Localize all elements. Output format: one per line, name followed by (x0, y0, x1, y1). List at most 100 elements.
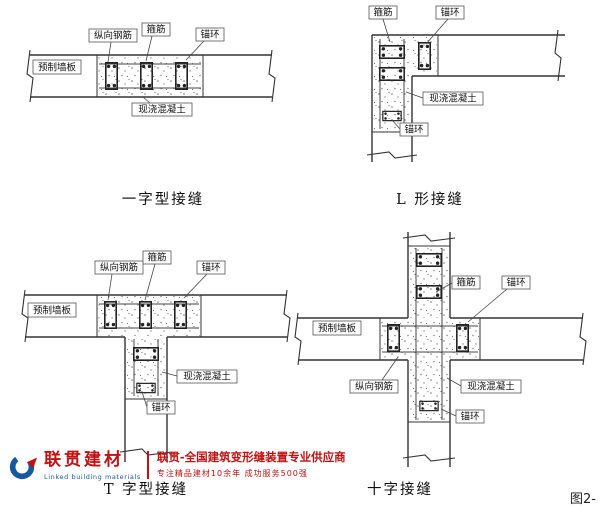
break-symbol (402, 234, 456, 242)
linked-logo-icon (8, 451, 40, 483)
label-text: 现浇混凝土 (138, 104, 186, 116)
leader-line (185, 40, 205, 61)
leader-line (391, 119, 401, 130)
break-symbol (268, 49, 276, 103)
straight-joint-diagram: 预制墙板 纵向钢筋 箍筋 锚环 现浇混凝土 一字型接缝 (26, 22, 276, 208)
concrete-fill (127, 337, 165, 398)
leader-line (435, 282, 453, 293)
wall-outline (30, 54, 272, 98)
label-box (435, 5, 465, 20)
label-anchor-ring: 锚环 (185, 27, 225, 61)
label-box (368, 5, 398, 20)
t-joint-diagram: 纵向钢筋 箍筋 锚环 预制墙板 现浇混凝土 锚环 T 字型接缝 (21, 250, 291, 498)
label-text: 锚环 (404, 124, 423, 136)
cross-joint-diagram: 箍筋 锚环 预制墙板 纵向钢筋 现浇混凝土 锚环 十字接缝 (294, 232, 587, 498)
label-box (141, 22, 171, 37)
brand-name: 联贯建材 (44, 450, 124, 470)
label-stirrup: 箍筋 (141, 22, 171, 62)
label-text: 现浇混凝土 (467, 381, 515, 393)
label-text: 箍筋 (147, 252, 166, 264)
label-text: 锚环 (460, 411, 479, 423)
leader-line (145, 35, 153, 62)
leader-line (425, 18, 449, 45)
break-symbol (402, 454, 456, 462)
label-precast-panel: 预制墙板 (27, 302, 77, 318)
label-box (451, 275, 481, 290)
concrete-fill (98, 296, 200, 336)
joint-interface-lines (96, 55, 204, 97)
leader-line (440, 408, 457, 417)
break-symbol (21, 289, 29, 343)
leader-line (446, 377, 462, 387)
label-precast-panel: 预制墙板 (32, 59, 82, 75)
leader-line (141, 391, 148, 408)
label-text: 锚环 (506, 277, 525, 289)
label-text: 纵向钢筋 (94, 30, 132, 42)
label-text: 箍筋 (456, 277, 475, 289)
label-box (422, 91, 484, 106)
label-longitudinal-rebar: 纵向钢筋 (94, 260, 144, 301)
leader-line (467, 288, 508, 323)
joint-interface-lines (379, 245, 481, 423)
label-anchor-ring-top: 锚环 (467, 275, 531, 323)
label-box (501, 275, 531, 290)
break-symbol (26, 49, 34, 103)
break-symbol (283, 289, 291, 343)
label-anchor-ring-top: 锚环 (183, 260, 226, 299)
label-cast-in-place-concrete: 现浇混凝土 (405, 91, 484, 106)
label-text: 锚环 (440, 7, 459, 19)
figure-number: 图2- (570, 492, 596, 507)
leader-line (405, 91, 424, 99)
label-precast-panel: 预制墙板 (312, 320, 362, 336)
label-text: 锚环 (201, 262, 220, 274)
label-stirrup: 箍筋 (142, 250, 172, 301)
label-longitudinal-rebar: 纵向钢筋 (349, 356, 399, 394)
label-box (312, 320, 362, 336)
break-symbol (579, 312, 587, 366)
break-symbol (554, 29, 562, 82)
label-text: 预制墙板 (33, 305, 72, 317)
label-box (176, 369, 238, 384)
label-box (195, 27, 225, 42)
label-text: 预制墙板 (38, 62, 77, 74)
leader-line (381, 356, 399, 381)
label-box (88, 28, 138, 43)
label-box (349, 379, 399, 394)
label-anchor-ring-bottom: 锚环 (141, 391, 176, 415)
caption-l-joint: L 形接缝 (396, 191, 464, 208)
label-cast-in-place-concrete: 现浇混凝土 (446, 377, 522, 394)
footer-brand-bar: 联贯建材 Linked building materials 联贯-全国建筑变形… (8, 450, 346, 483)
label-text: 现浇混凝土 (429, 93, 477, 105)
label-text: 箍筋 (146, 24, 165, 36)
joint-interface-lines (96, 295, 202, 400)
leader-line (382, 18, 391, 43)
leader-line (107, 273, 113, 301)
leader-line (144, 263, 156, 301)
label-longitudinal-rebar: 纵向钢筋 (88, 28, 138, 63)
label-box (455, 409, 485, 424)
label-box (460, 379, 522, 394)
label-text: 锚环 (200, 29, 219, 41)
label-stirrup: 箍筋 (368, 5, 398, 43)
label-cast-in-place-concrete: 现浇混凝土 (161, 369, 238, 384)
break-symbol (294, 312, 302, 366)
label-anchor-ring-bottom: 锚环 (440, 408, 485, 424)
leader-line (183, 273, 208, 299)
label-stirrup: 箍筋 (435, 275, 481, 293)
label-box (27, 302, 77, 318)
break-symbol (366, 151, 418, 159)
label-box (196, 260, 226, 275)
brand-slogan-secondary: 专注精品建材10余年 成功服务500强 (156, 468, 308, 478)
label-anchor-ring-bottom: 锚环 (391, 119, 429, 137)
label-text: 纵向钢筋 (355, 381, 393, 393)
label-text: 纵向钢筋 (100, 262, 138, 274)
leader-line (161, 371, 178, 377)
label-anchor-ring-top: 锚环 (425, 5, 465, 45)
caption-t-joint: T 字型接缝 (104, 481, 188, 498)
caption-straight-joint: 一字型接缝 (122, 191, 205, 208)
label-text: 箍筋 (373, 7, 392, 19)
brand-slogan-block: 联贯-全国建筑变形缝装置专业供应商 专注精品建材10余年 成功服务500强 (146, 450, 346, 479)
label-text: 现浇混凝土 (183, 371, 231, 383)
